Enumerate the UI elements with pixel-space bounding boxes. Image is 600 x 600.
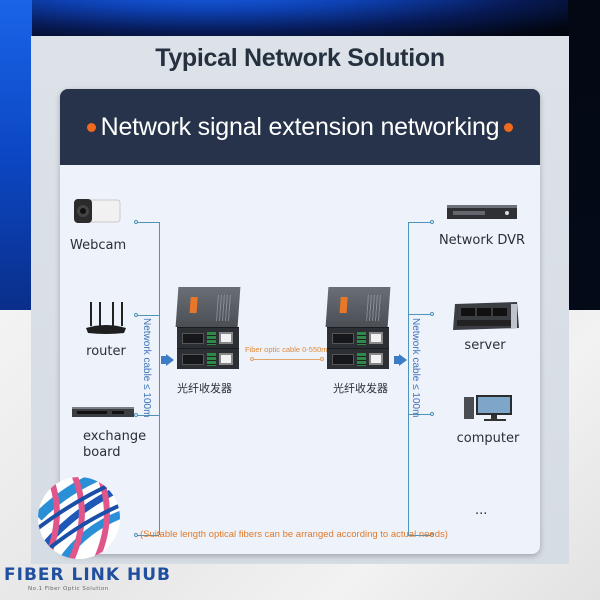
page-title: Typical Network Solution — [155, 44, 445, 72]
right-connector — [408, 222, 431, 223]
bullet-dot-right — [504, 122, 514, 132]
right-ellipsis: ... — [475, 503, 488, 518]
fiber-cable-line — [252, 359, 322, 360]
left-node — [134, 533, 138, 537]
right-node — [430, 533, 434, 537]
left-node — [134, 313, 138, 317]
right-node — [430, 220, 434, 224]
right-arrow-icon — [399, 354, 407, 366]
fiber-node — [320, 357, 324, 361]
left-node — [134, 220, 138, 224]
device-exchange-board: exchange board — [70, 405, 146, 461]
left-cable-label: Network cable ≤ 100m — [141, 318, 152, 418]
fiber-node — [250, 357, 254, 361]
webcam-icon — [74, 199, 121, 223]
bullet-dot-left — [86, 122, 96, 132]
background-fiber-left — [0, 0, 32, 310]
computer-icon — [464, 395, 512, 421]
device-label: router — [86, 344, 126, 359]
background-dark-right — [568, 0, 600, 310]
brand-tagline: No.1 Fiber Optic Solution — [28, 586, 109, 592]
device-server: server — [442, 300, 528, 353]
left-connector — [136, 535, 159, 536]
left-connector — [136, 315, 159, 316]
device-network-dvr: Network DVR — [432, 203, 532, 248]
server-icon — [453, 302, 519, 330]
fiber-logo-icon — [38, 477, 120, 559]
right-node — [430, 312, 434, 316]
device-label: Network DVR — [438, 233, 526, 248]
left-arrow — [161, 356, 166, 364]
dvr-icon — [447, 205, 517, 219]
switch-icon — [72, 407, 134, 417]
device-computer: computer — [445, 393, 531, 446]
brand-logo — [38, 477, 120, 559]
right-cable-label: Network cable ≤ 100m — [410, 318, 421, 418]
device-label: computer — [456, 431, 520, 446]
fiber-transceiver-left — [175, 287, 241, 369]
left-connector — [136, 415, 159, 416]
footnote: (Suitable length optical fibers can be a… — [140, 529, 448, 540]
device-webcam: Webcam — [66, 196, 136, 253]
transceiver-label-left: 光纤收发器 — [177, 382, 232, 395]
router-icon — [86, 302, 126, 334]
right-bus-line — [408, 222, 409, 535]
right-connector — [408, 414, 431, 415]
left-node — [134, 413, 138, 417]
left-bus-line — [159, 222, 160, 535]
device-label: Webcam — [70, 238, 127, 253]
brand-name: FIBER LINK HUB — [4, 565, 171, 585]
background-fiber-glow — [0, 0, 600, 40]
left-arrow-icon — [166, 354, 174, 366]
transceiver-label-right: 光纤收发器 — [333, 382, 388, 395]
right-node — [430, 412, 434, 416]
card-header: Network signal extension networking — [60, 89, 540, 165]
right-arrow — [394, 356, 399, 364]
device-label: exchange board — [83, 429, 147, 460]
device-router: router — [76, 300, 136, 359]
right-connector — [408, 535, 431, 536]
fiber-cable-label: Fiber optic cable 0-550m — [245, 345, 328, 354]
card-title: Network signal extension networking — [100, 112, 500, 141]
right-connector — [408, 314, 431, 315]
left-connector — [136, 222, 159, 223]
fiber-transceiver-right — [325, 287, 391, 369]
device-label: server — [464, 338, 506, 353]
